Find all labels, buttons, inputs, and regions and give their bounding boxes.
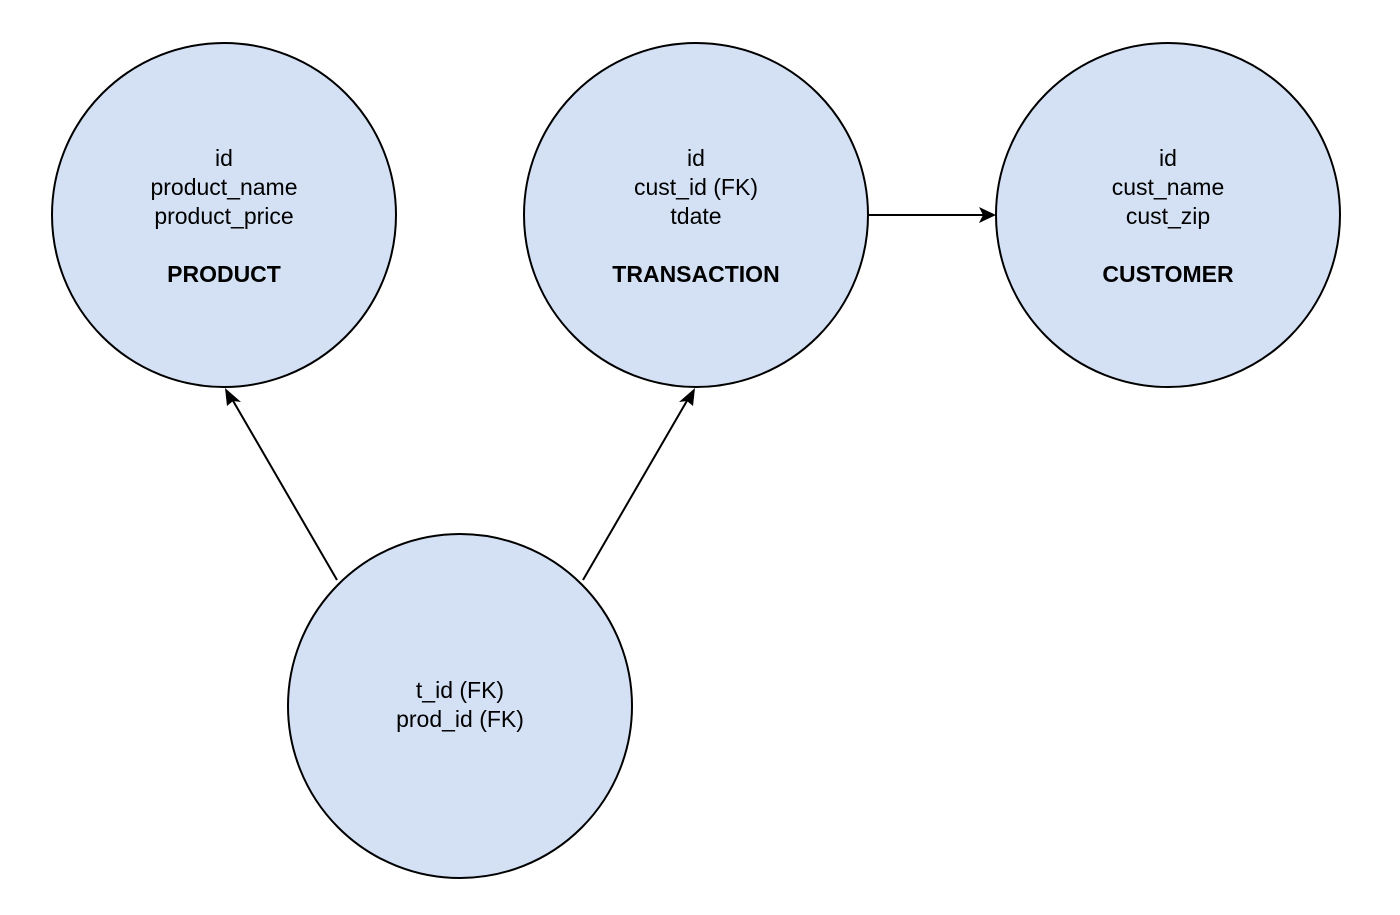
customer-attr-zip: cust_zip (1126, 203, 1210, 229)
junction-attr-prod-id: prod_id (FK) (396, 706, 524, 732)
customer-attr-name: cust_name (1112, 174, 1225, 200)
product-entity-name: PRODUCT (167, 261, 281, 287)
edge-junction-to-transaction (582, 398, 689, 581)
entity-product[interactable]: id product_name product_price PRODUCT (51, 42, 397, 388)
customer-attr-id: id (1159, 145, 1177, 171)
entity-transaction[interactable]: id cust_id (FK) tdate TRANSACTION (523, 42, 869, 388)
transaction-attr-tdate: tdate (670, 203, 721, 229)
entity-customer[interactable]: id cust_name cust_zip CUSTOMER (995, 42, 1341, 388)
product-attr-name: product_name (150, 174, 297, 200)
customer-entity-name: CUSTOMER (1102, 261, 1234, 287)
entity-transaction-circle (523, 42, 869, 388)
entity-product-circle (51, 42, 397, 388)
transaction-attr-cust-id: cust_id (FK) (634, 174, 758, 200)
edge-junction-to-product (231, 398, 338, 581)
product-attr-price: product_price (154, 203, 293, 229)
transaction-attr-id: id (687, 145, 705, 171)
product-attr-id: id (215, 145, 233, 171)
junction-attr-t-id: t_id (FK) (416, 677, 504, 703)
arrowhead-customer (979, 207, 996, 223)
arrowhead-transaction (679, 388, 695, 406)
entity-customer-circle (995, 42, 1341, 388)
arrowhead-product (225, 388, 241, 406)
transaction-entity-name: TRANSACTION (612, 261, 779, 287)
entity-junction-circle (287, 533, 633, 879)
entity-junction[interactable]: t_id (FK) prod_id (FK) (287, 533, 633, 879)
edges (225, 207, 996, 581)
